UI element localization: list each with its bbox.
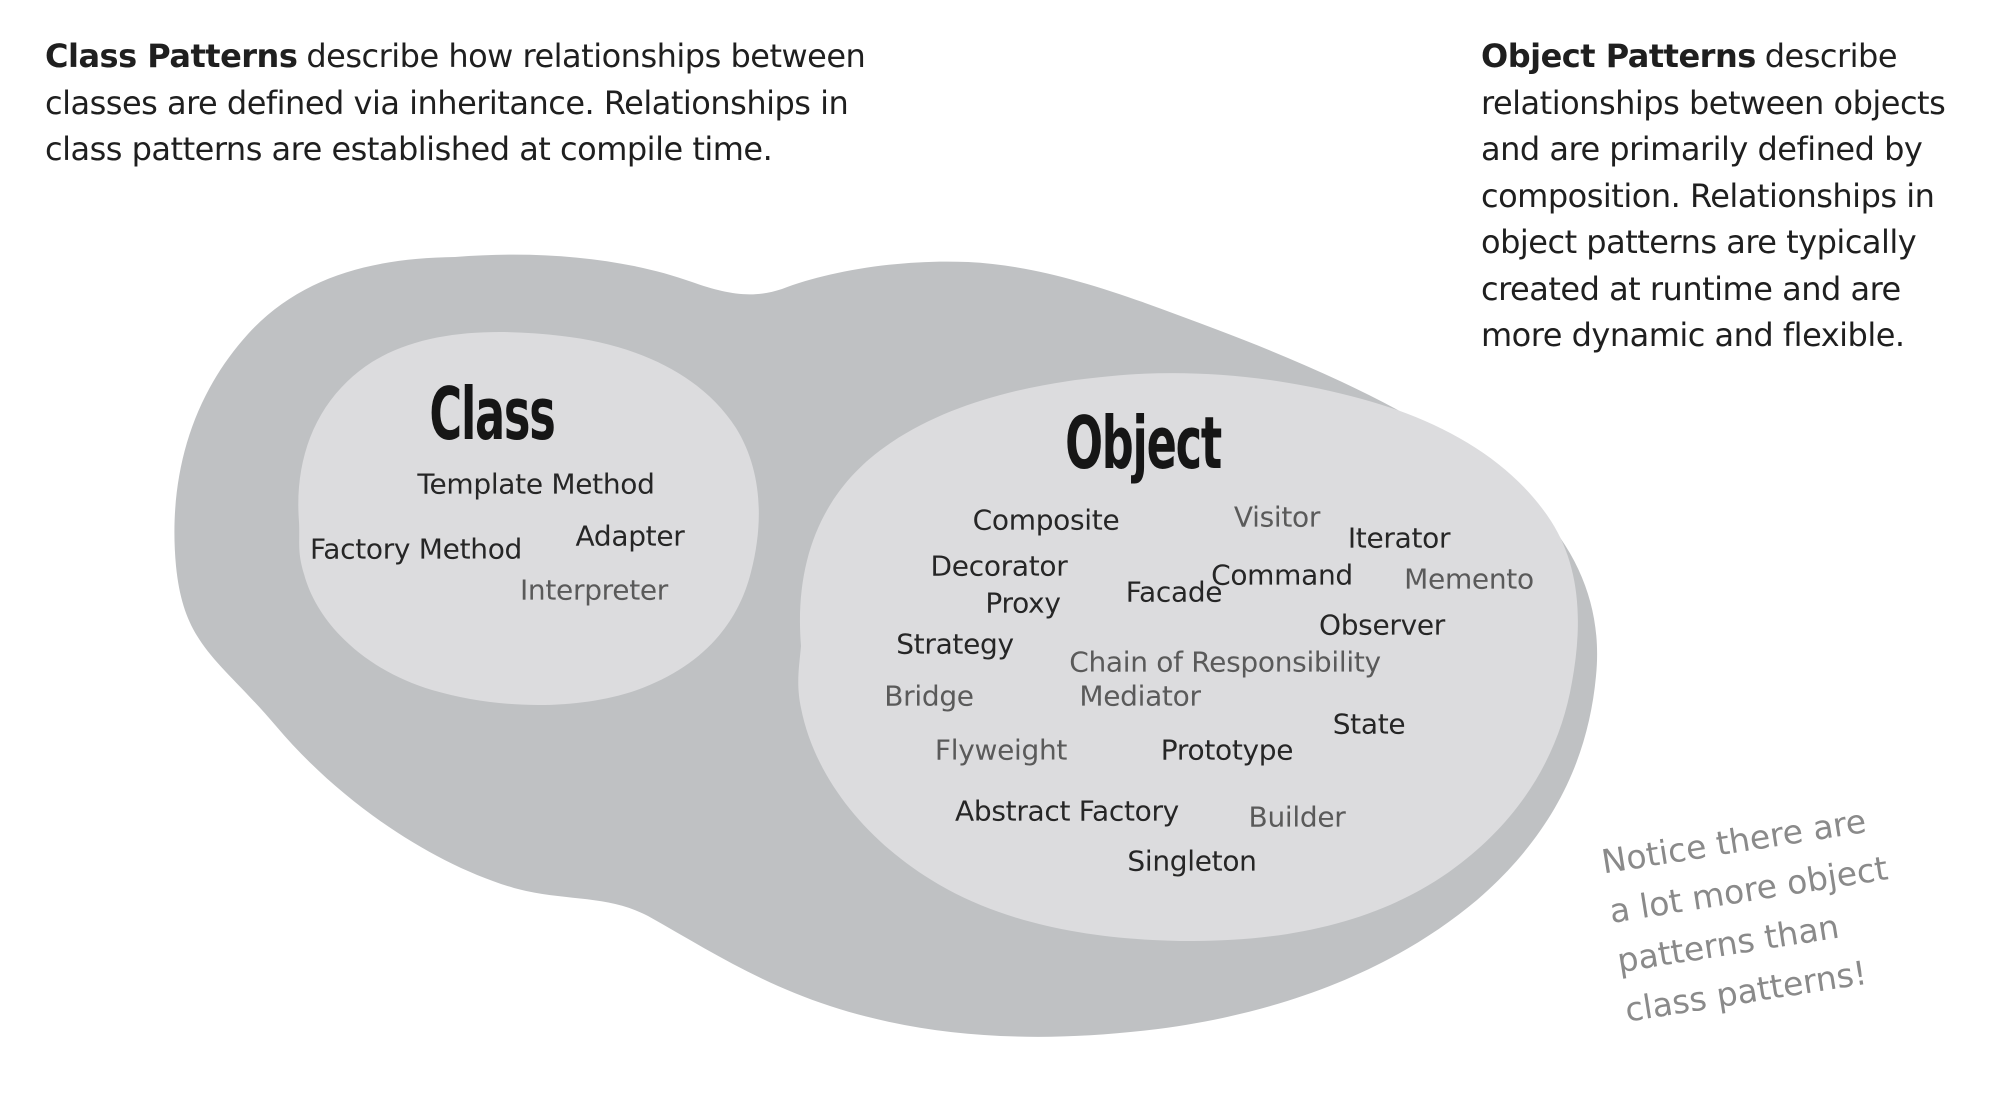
pattern-label-strategy: Strategy [896, 627, 1014, 661]
object-patterns-lead: Object Patterns [1481, 37, 1756, 75]
pattern-label-flyweight: Flyweight [934, 733, 1068, 767]
pattern-label-singleton: Singleton [1127, 844, 1257, 878]
intro-text: describe [1764, 37, 1898, 75]
pattern-label-bridge: Bridge [884, 679, 974, 713]
pattern-label-factory-method: Factory Method [310, 532, 522, 566]
pattern-label-mediator: Mediator [1079, 679, 1201, 713]
intro-line: more dynamic and flexible. [1481, 316, 1905, 354]
pattern-label-template-method: Template Method [417, 467, 655, 501]
pattern-label-iterator: Iterator [1347, 521, 1451, 555]
pattern-label-interpreter: Interpreter [519, 573, 669, 607]
intro-text: describe how relationships between [306, 37, 866, 75]
pattern-label-proxy: Proxy [985, 586, 1061, 620]
pattern-label-observer: Observer [1318, 608, 1446, 642]
class-patterns-lead: Class Patterns [45, 37, 298, 75]
pattern-label-memento: Memento [1404, 562, 1534, 596]
pattern-label-adapter: Adapter [575, 519, 685, 553]
intro-line: created at runtime and are [1481, 269, 1901, 308]
intro-line: and are primarily defined by [1481, 130, 1923, 168]
pattern-label-decorator: Decorator [930, 549, 1068, 583]
pattern-label-prototype: Prototype [1160, 733, 1294, 767]
intro-line: object patterns are typically [1481, 223, 1917, 261]
intro-line: relationships between objects [1481, 83, 1946, 122]
pattern-label-builder: Builder [1248, 800, 1346, 834]
intro-line: composition. Relationships in [1481, 176, 1935, 215]
pattern-label-command: Command [1211, 558, 1353, 592]
pattern-label-visitor: Visitor [1233, 500, 1321, 534]
intro-line: classes are defined via inheritance. Rel… [45, 83, 849, 122]
pattern-label-facade: Facade [1125, 575, 1223, 609]
pattern-label-state: State [1332, 707, 1406, 741]
pattern-label-chain-of-responsibility: Chain of Responsibility [1069, 645, 1381, 679]
intro-line: class patterns are established at compil… [45, 130, 773, 168]
class-blob [298, 332, 759, 706]
pattern-label-composite: Composite [972, 503, 1120, 537]
object-group-title: Object [1065, 401, 1222, 485]
object-blob [798, 373, 1578, 941]
pattern-label-abstract-factory: Abstract Factory [955, 794, 1179, 828]
class-group-title: Class [429, 372, 555, 456]
